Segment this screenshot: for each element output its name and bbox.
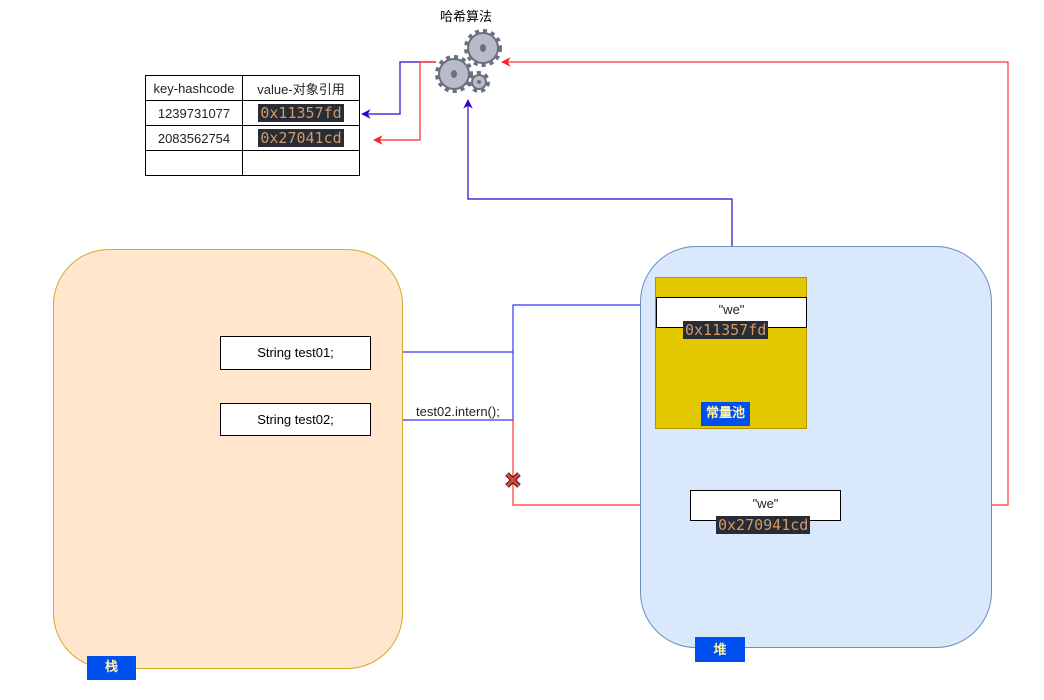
intern-call-label: test02.intern(); [416, 404, 500, 419]
reference-cell [242, 150, 360, 176]
hashcode-cell: 2083562754 [145, 125, 243, 151]
gears-icon [435, 29, 502, 93]
reference-cell: 0x11357fd [258, 104, 344, 122]
edge-hash-to-row1 [361, 61, 436, 119]
table-row: 2083562754 0x27041cd [145, 125, 360, 151]
stack-region [53, 249, 403, 669]
pool-string-value: "we" [718, 302, 745, 317]
constant-pool-label: 常量池 [701, 402, 750, 426]
heap-label: 堆 [695, 637, 745, 662]
table-header-row: key-hashcode value-对象引用 [145, 75, 360, 101]
stack-variable-test02: String test02; [220, 403, 371, 436]
hash-algorithm-label: 哈希算法 [440, 9, 493, 24]
stack-label: 栈 [87, 656, 136, 680]
hashcode-cell [145, 150, 243, 176]
table-row: 1239731077 0x11357fd [145, 100, 360, 126]
heap-region [640, 246, 992, 648]
heap-string-address: 0x270941cd [716, 516, 811, 534]
stack-variable-test01: String test01; [220, 336, 371, 370]
edge-hash-to-row2 [373, 61, 436, 145]
hashcode-cell: 1239731077 [145, 100, 243, 126]
heap-string-box: "we" [690, 490, 841, 521]
edge-test01-to-pool [370, 300, 654, 353]
column-header: key-hashcode [145, 75, 243, 101]
pool-string-address: 0x11357fd [683, 321, 769, 339]
table-row [145, 150, 360, 176]
cross-icon [505, 472, 521, 488]
edge-test02-old-ref [512, 420, 640, 506]
reference-cell: 0x27041cd [258, 129, 344, 147]
hash-table: key-hashcode value-对象引用 1239731077 0x113… [145, 75, 360, 176]
heap-string-value: "we" [752, 496, 779, 511]
column-header: value-对象引用 [242, 75, 360, 101]
